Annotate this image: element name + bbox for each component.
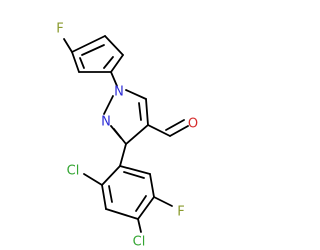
bond-top-ring-inner-1 [81, 44, 105, 56]
bond-n2-n1 [103, 95, 114, 115]
bond-low-ring-inner-2 [135, 195, 147, 212]
bond-low-ring-5 [149, 173, 155, 198]
bond-ring-n1 [110, 71, 118, 87]
atom-label-n1: N [114, 85, 124, 100]
bond-ring-cl-para [137, 218, 142, 233]
bond-n1-c5 [125, 89, 147, 100]
bond-low-ring-4 [137, 196, 155, 220]
bond-low-ring-1 [101, 165, 121, 186]
structure-canvas: F N N O Cl F Cl [56, 21, 199, 250]
bond-low-ring-2 [101, 184, 107, 210]
atom-label-n2: N [101, 115, 111, 130]
bond-top-ring-inner-3 [79, 57, 85, 69]
bond-c4-cho [147, 124, 171, 137]
atom-label-f-meta: F [177, 205, 184, 220]
bond-top-ring-1 [71, 35, 106, 53]
bond-ring-f-meta [153, 196, 173, 207]
bond-top-ring-inner-2 [103, 56, 114, 69]
bond-top-ring-5 [71, 51, 80, 73]
bond-low-ring-6 [119, 165, 151, 175]
bond-top-ring-2 [104, 35, 124, 56]
bond-low-ring-3 [105, 208, 139, 220]
molecule-diagram: F N N O Cl F Cl [56, 22, 198, 250]
bond-cho-o-1 [169, 125, 189, 137]
bond-low-ring-inner-1 [108, 185, 113, 203]
bond-c5-c4-double [138, 102, 142, 121]
atom-label-cl-para: Cl [133, 235, 146, 250]
bond-ring-cl-ortho [83, 173, 103, 186]
atom-label-f-top: F [56, 22, 63, 37]
bond-c4-c3 [125, 124, 149, 145]
atom-label-cl-ortho: Cl [67, 164, 80, 179]
bond-c3-aryl [119, 143, 127, 167]
bond-c3-n2-double [110, 125, 122, 139]
bond-low-ring-inner-3 [123, 171, 145, 179]
bonds [63, 35, 189, 233]
bond-f-c1 [63, 38, 73, 53]
atom-label-o: O [188, 117, 198, 132]
bond-cho-o-2 [165, 119, 185, 131]
bond-c5-c4 [145, 98, 149, 126]
bond-top-ring-3 [110, 54, 124, 73]
